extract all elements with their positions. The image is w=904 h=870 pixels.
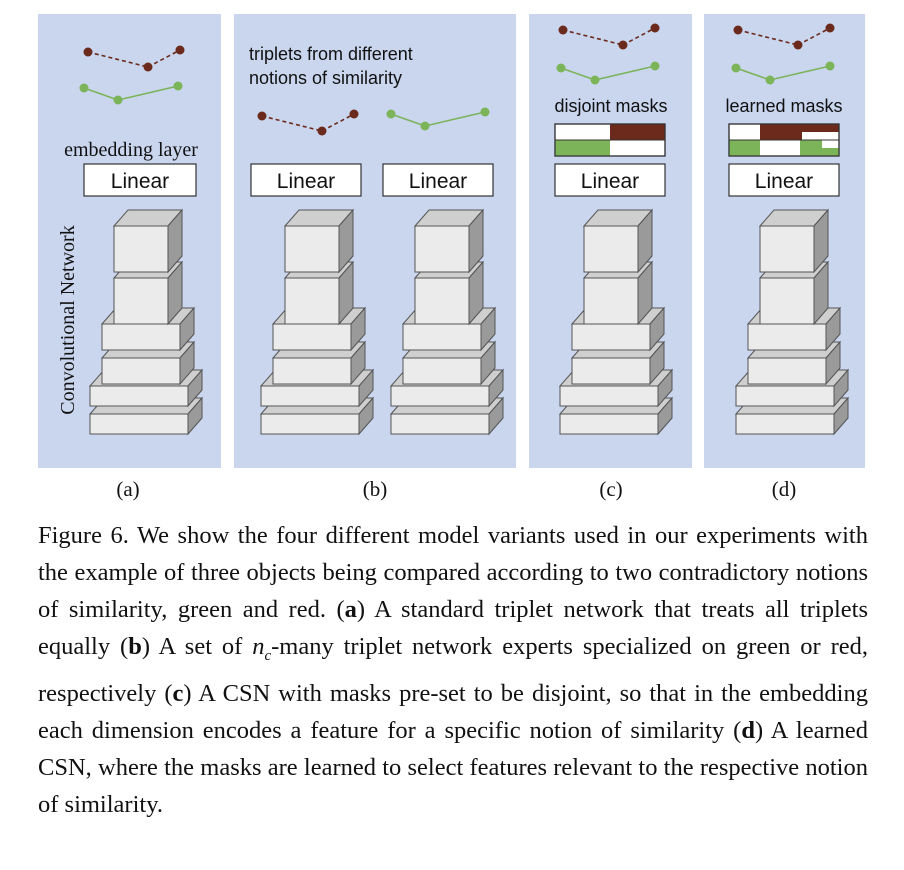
panel-d-label: (d)	[772, 477, 797, 501]
caption-text: Figure 6. We show the four different mod…	[38, 522, 869, 818]
caption-a-label: a	[344, 596, 357, 623]
caption-math-nc: nc	[252, 633, 271, 664]
panel-a-label: (a)	[116, 477, 139, 501]
caption-math-c: c	[264, 647, 272, 664]
figure-6-diagram: embedding layer Linear Convolutional Net…	[38, 14, 865, 501]
caption-prefix: Figure 6. We show the four different mod…	[38, 522, 868, 623]
panel-d-annotation: learned masks	[725, 96, 842, 116]
caption-math-n: n	[252, 633, 265, 660]
panel-b-linear-box-1	[250, 163, 362, 197]
panel-a-annotation: embedding layer	[64, 139, 198, 161]
panel-b: triplets from different notions of simil…	[234, 14, 516, 501]
panel-c-disjoint-mask	[554, 123, 666, 157]
panel-c-label: (c)	[599, 477, 622, 501]
caption-b-text-2: -many triplet network experts specialize…	[38, 633, 868, 707]
caption-b-text-1: A set of	[150, 633, 253, 660]
caption-c-text: A CSN with masks pre-set to be disjoint,…	[38, 679, 868, 744]
caption-a-text: A standard triplet network that treats a…	[38, 596, 869, 660]
panel-b-linear-label-2: Linear	[409, 170, 467, 193]
caption-d-text: A learned CSN, where the masks are learn…	[38, 716, 868, 818]
panel-d-learned-mask	[728, 123, 840, 157]
panel-b-annotation-line-2: notions of similarity	[249, 68, 402, 88]
panel-a-linear-label: Linear	[111, 170, 169, 193]
caption-d-label: d	[741, 716, 755, 744]
panel-c-annotation: disjoint masks	[554, 96, 667, 116]
panel-b-linear-box-2	[382, 163, 494, 197]
caption-b-label: b	[128, 633, 142, 660]
panel-d-linear-label: Linear	[755, 170, 813, 193]
caption-c-label: c	[172, 679, 184, 707]
panel-c-linear-label: Linear	[581, 170, 639, 193]
panel-a: embedding layer Linear Convolutional Net…	[38, 14, 221, 501]
panel-a-linear-box	[83, 163, 197, 197]
panel-b-label: (b)	[363, 477, 388, 501]
panel-b-linear-label-1: Linear	[277, 170, 335, 193]
panel-c: disjoint masks Linear (c)	[529, 14, 692, 501]
panel-a-side-label: Convolutional Network	[57, 225, 79, 414]
figure-caption: Figure 6. We show the four different mod…	[38, 517, 868, 823]
panel-d-linear-box	[728, 163, 840, 197]
panel-b-annotation-line-1: triplets from different	[249, 44, 413, 64]
panel-d: learned masks Linear (d)	[704, 14, 865, 501]
panel-c-linear-box	[554, 163, 666, 197]
